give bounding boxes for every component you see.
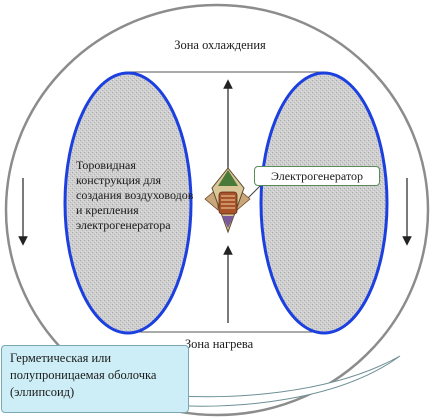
cooling-zone-label: Зона охлаждения bbox=[174, 38, 266, 52]
heating-zone-label: Зона нагрева bbox=[184, 337, 254, 351]
right-torus-ellipse bbox=[259, 71, 389, 335]
generator-label: Электрогенератор bbox=[254, 166, 380, 186]
shell-callout-box: Герметическая или полупроницаемая оболоч… bbox=[1, 345, 189, 413]
torus-structure-label: Торовидная конструкция для создания возд… bbox=[76, 158, 194, 232]
shell-label: Герметическая или полупроницаемая оболоч… bbox=[10, 351, 157, 399]
left-torus-ellipse bbox=[63, 71, 193, 335]
generator-connector bbox=[245, 183, 263, 201]
generator-icon bbox=[204, 167, 251, 234]
